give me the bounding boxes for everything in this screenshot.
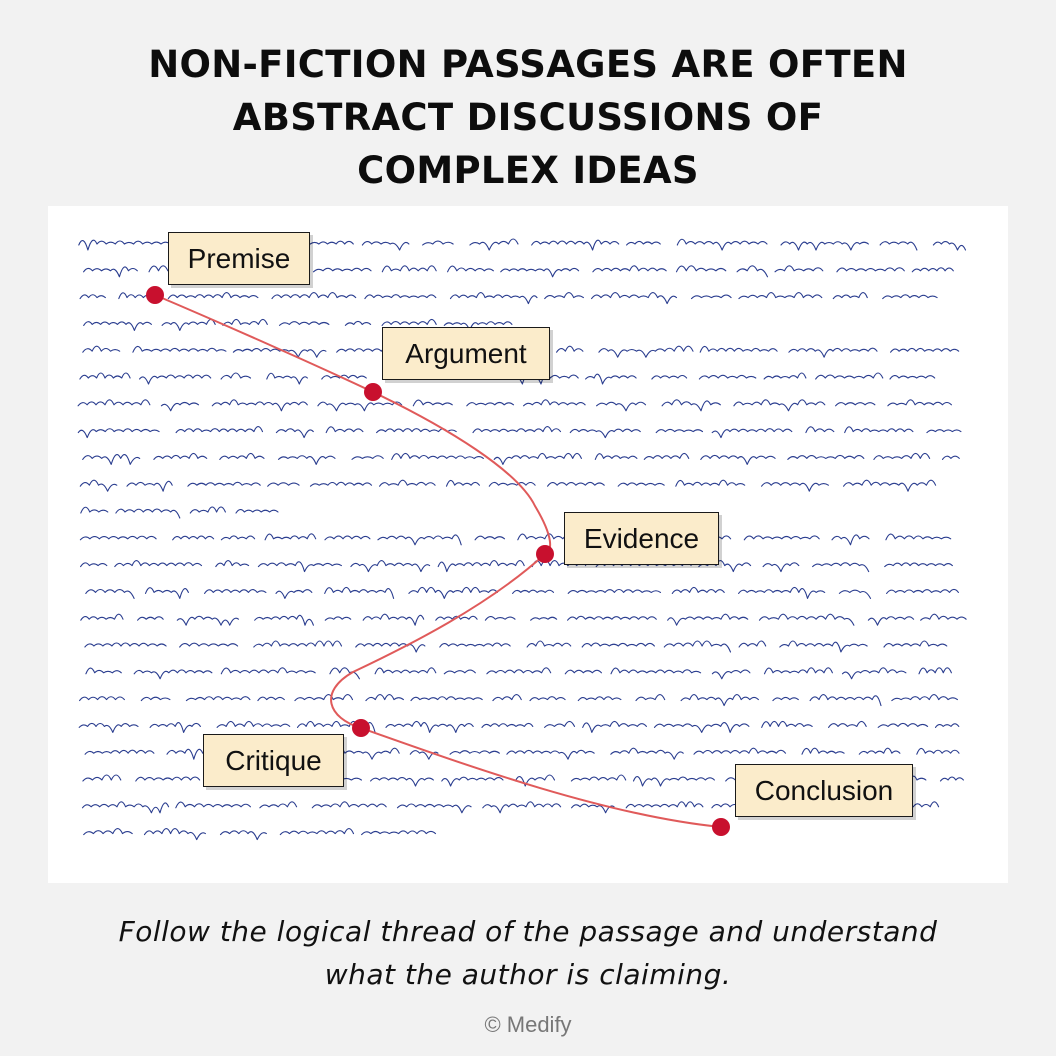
scribble-line <box>80 506 279 519</box>
title-line-2: ABSTRACT DISCUSSIONS OF <box>232 96 824 139</box>
critique-node <box>352 719 370 737</box>
premise-node <box>146 286 164 304</box>
scribble-line <box>77 399 952 412</box>
scribble-line <box>79 292 938 305</box>
scribble-line <box>79 694 958 707</box>
scribble-line <box>79 533 952 546</box>
page-title: NON-FICTION PASSAGES ARE OFTEN ABSTRACT … <box>40 38 1016 197</box>
copyright-credit: © Medify <box>484 1012 572 1037</box>
caption-line-2: what the author is claiming. <box>324 958 732 991</box>
conclusion-label: Conclusion <box>735 764 913 817</box>
scribble-line <box>83 318 513 331</box>
scribble-line <box>80 613 967 626</box>
title-line-1: NON-FICTION PASSAGES ARE OFTEN <box>148 43 908 86</box>
evidence-label: Evidence <box>564 512 719 565</box>
scribble-line <box>78 720 960 733</box>
scribble-line <box>85 667 952 680</box>
caption: Follow the logical thread of the passage… <box>60 910 996 996</box>
argument-label: Argument <box>382 327 550 380</box>
premise-label: Premise <box>168 232 310 285</box>
scribble-line <box>79 479 937 492</box>
conclusion-node <box>712 818 730 836</box>
title-line-3: COMPLEX IDEAS <box>357 149 699 192</box>
critique-label: Critique <box>203 734 344 787</box>
evidence-node <box>536 545 554 563</box>
scribble-line <box>84 640 948 653</box>
scribble-line <box>85 586 959 599</box>
argument-node <box>364 383 382 401</box>
scribble-line <box>77 426 962 439</box>
caption-line-1: Follow the logical thread of the passage… <box>118 915 938 948</box>
scribble-line <box>83 828 437 841</box>
scribble-line <box>82 452 960 465</box>
handwritten-passage-sheet: Premise Argument Evidence Critique Concl… <box>48 206 1008 883</box>
scribble-line <box>80 560 953 573</box>
